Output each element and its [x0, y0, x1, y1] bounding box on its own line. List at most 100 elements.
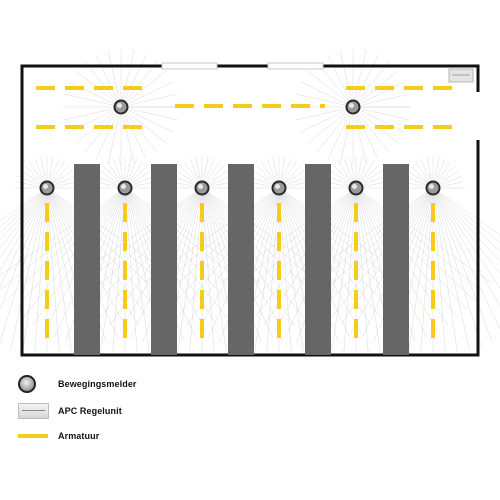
- detection-ray: [296, 106, 354, 121]
- legend-item-fixture: Armatuur: [18, 426, 99, 446]
- sensor-highlight: [43, 184, 48, 189]
- detection-ray: [254, 187, 280, 352]
- motion-sensor-aisle-6: [425, 180, 441, 196]
- detection-ray: [120, 50, 135, 108]
- detection-ray: [82, 187, 203, 302]
- detection-ray: [46, 187, 60, 353]
- detection-ray: [244, 187, 357, 311]
- detection-ray: [327, 54, 354, 108]
- detection-ray: [0, 187, 48, 240]
- detection-ray: [201, 187, 314, 311]
- detection-ray: [120, 70, 167, 108]
- motion-sensor-icon: [18, 375, 36, 393]
- detection-ray: [313, 187, 434, 302]
- detection-ray: [432, 187, 500, 330]
- storage-rack-5: [383, 164, 409, 355]
- storage-rack-2: [151, 164, 177, 355]
- detection-ray: [339, 50, 354, 108]
- detection-ray: [300, 81, 354, 108]
- detection-ray: [46, 187, 72, 352]
- detection-ray: [0, 187, 126, 291]
- detection-ray: [120, 61, 158, 108]
- detection-ray: [432, 187, 500, 262]
- detection-ray: [432, 187, 482, 346]
- sensor-highlight: [117, 103, 122, 108]
- detection-ray: [307, 106, 354, 144]
- detection-ray: [90, 187, 203, 311]
- detection-ray: [107, 50, 122, 108]
- motion-sensors: [39, 99, 441, 196]
- storage-rack-1: [74, 164, 100, 355]
- detection-ray: [331, 187, 357, 352]
- detection-ray: [120, 81, 174, 108]
- detection-ray: [331, 187, 434, 319]
- motion-sensor-aisle-3: [194, 180, 210, 196]
- motion-sensor-top-1: [113, 99, 129, 115]
- detection-ray: [201, 187, 227, 352]
- detection-ray: [352, 54, 379, 108]
- detection-ray: [0, 187, 48, 259]
- detection-ray: [352, 106, 390, 153]
- detection-ray: [343, 187, 357, 353]
- detection-ray: [352, 93, 410, 108]
- detection-ray: [34, 187, 48, 353]
- detection-ray: [64, 93, 122, 108]
- sensor-highlight: [352, 184, 357, 189]
- sensor-highlight: [275, 184, 280, 189]
- detection-ray: [307, 70, 354, 108]
- legend-label-control-unit: APC Regelunit: [58, 406, 122, 416]
- detection-ray: [100, 187, 126, 352]
- detection-ray: [124, 187, 138, 353]
- motion-sensor-aisle-2: [117, 180, 133, 196]
- detection-ray: [0, 187, 48, 288]
- detection-ray: [355, 187, 468, 311]
- motion-sensor-aisle-4: [271, 180, 287, 196]
- detection-ray: [10, 187, 48, 350]
- detection-ray: [5, 187, 126, 302]
- detection-ray: [22, 187, 48, 352]
- detection-ray: [95, 106, 122, 160]
- detection-ray: [0, 187, 48, 222]
- detection-ray: [300, 106, 354, 133]
- control-unit-body: [448, 68, 474, 83]
- detection-ray: [278, 187, 292, 353]
- detection-ray: [84, 106, 122, 153]
- detection-ray: [266, 187, 280, 353]
- detection-ray: [0, 187, 48, 311]
- sensor-highlight: [121, 184, 126, 189]
- detection-ray: [236, 187, 357, 302]
- wall-outline: [20, 64, 480, 357]
- detection-ray: [432, 187, 500, 236]
- detection-ray: [201, 187, 215, 353]
- sensor-highlight: [198, 184, 203, 189]
- detection-ray: [355, 187, 381, 352]
- storage-rack-4: [305, 164, 331, 355]
- detection-ray: [352, 106, 410, 121]
- detection-ray: [120, 93, 178, 108]
- detection-ray: [408, 187, 434, 352]
- detection-ray: [120, 106, 167, 144]
- window-1: [161, 62, 218, 70]
- detection-ray: [352, 61, 390, 108]
- detection-ray: [352, 50, 367, 108]
- detection-ray: [46, 187, 159, 311]
- motion-sensor-top-2: [345, 99, 361, 115]
- detection-ray: [278, 187, 304, 352]
- motion-sensor-aisle-1: [39, 180, 55, 196]
- detection-ray: [432, 187, 493, 342]
- detection-ray: [68, 81, 122, 108]
- detection-ray: [316, 106, 354, 153]
- detection-ray: [327, 106, 354, 160]
- detection-ray: [0, 187, 48, 249]
- detection-ray: [120, 106, 178, 121]
- legend-item-motion-sensor: Bewegingsmelder: [18, 374, 137, 394]
- detection-ray: [46, 187, 167, 302]
- detection-ray: [352, 106, 367, 164]
- detection-ray: [159, 187, 280, 302]
- detection-ray: [177, 187, 203, 352]
- detection-ray: [432, 187, 500, 307]
- detection-ray: [339, 106, 354, 164]
- legend-item-control-unit: APC Regelunit: [18, 401, 122, 421]
- detection-ray: [13, 187, 126, 311]
